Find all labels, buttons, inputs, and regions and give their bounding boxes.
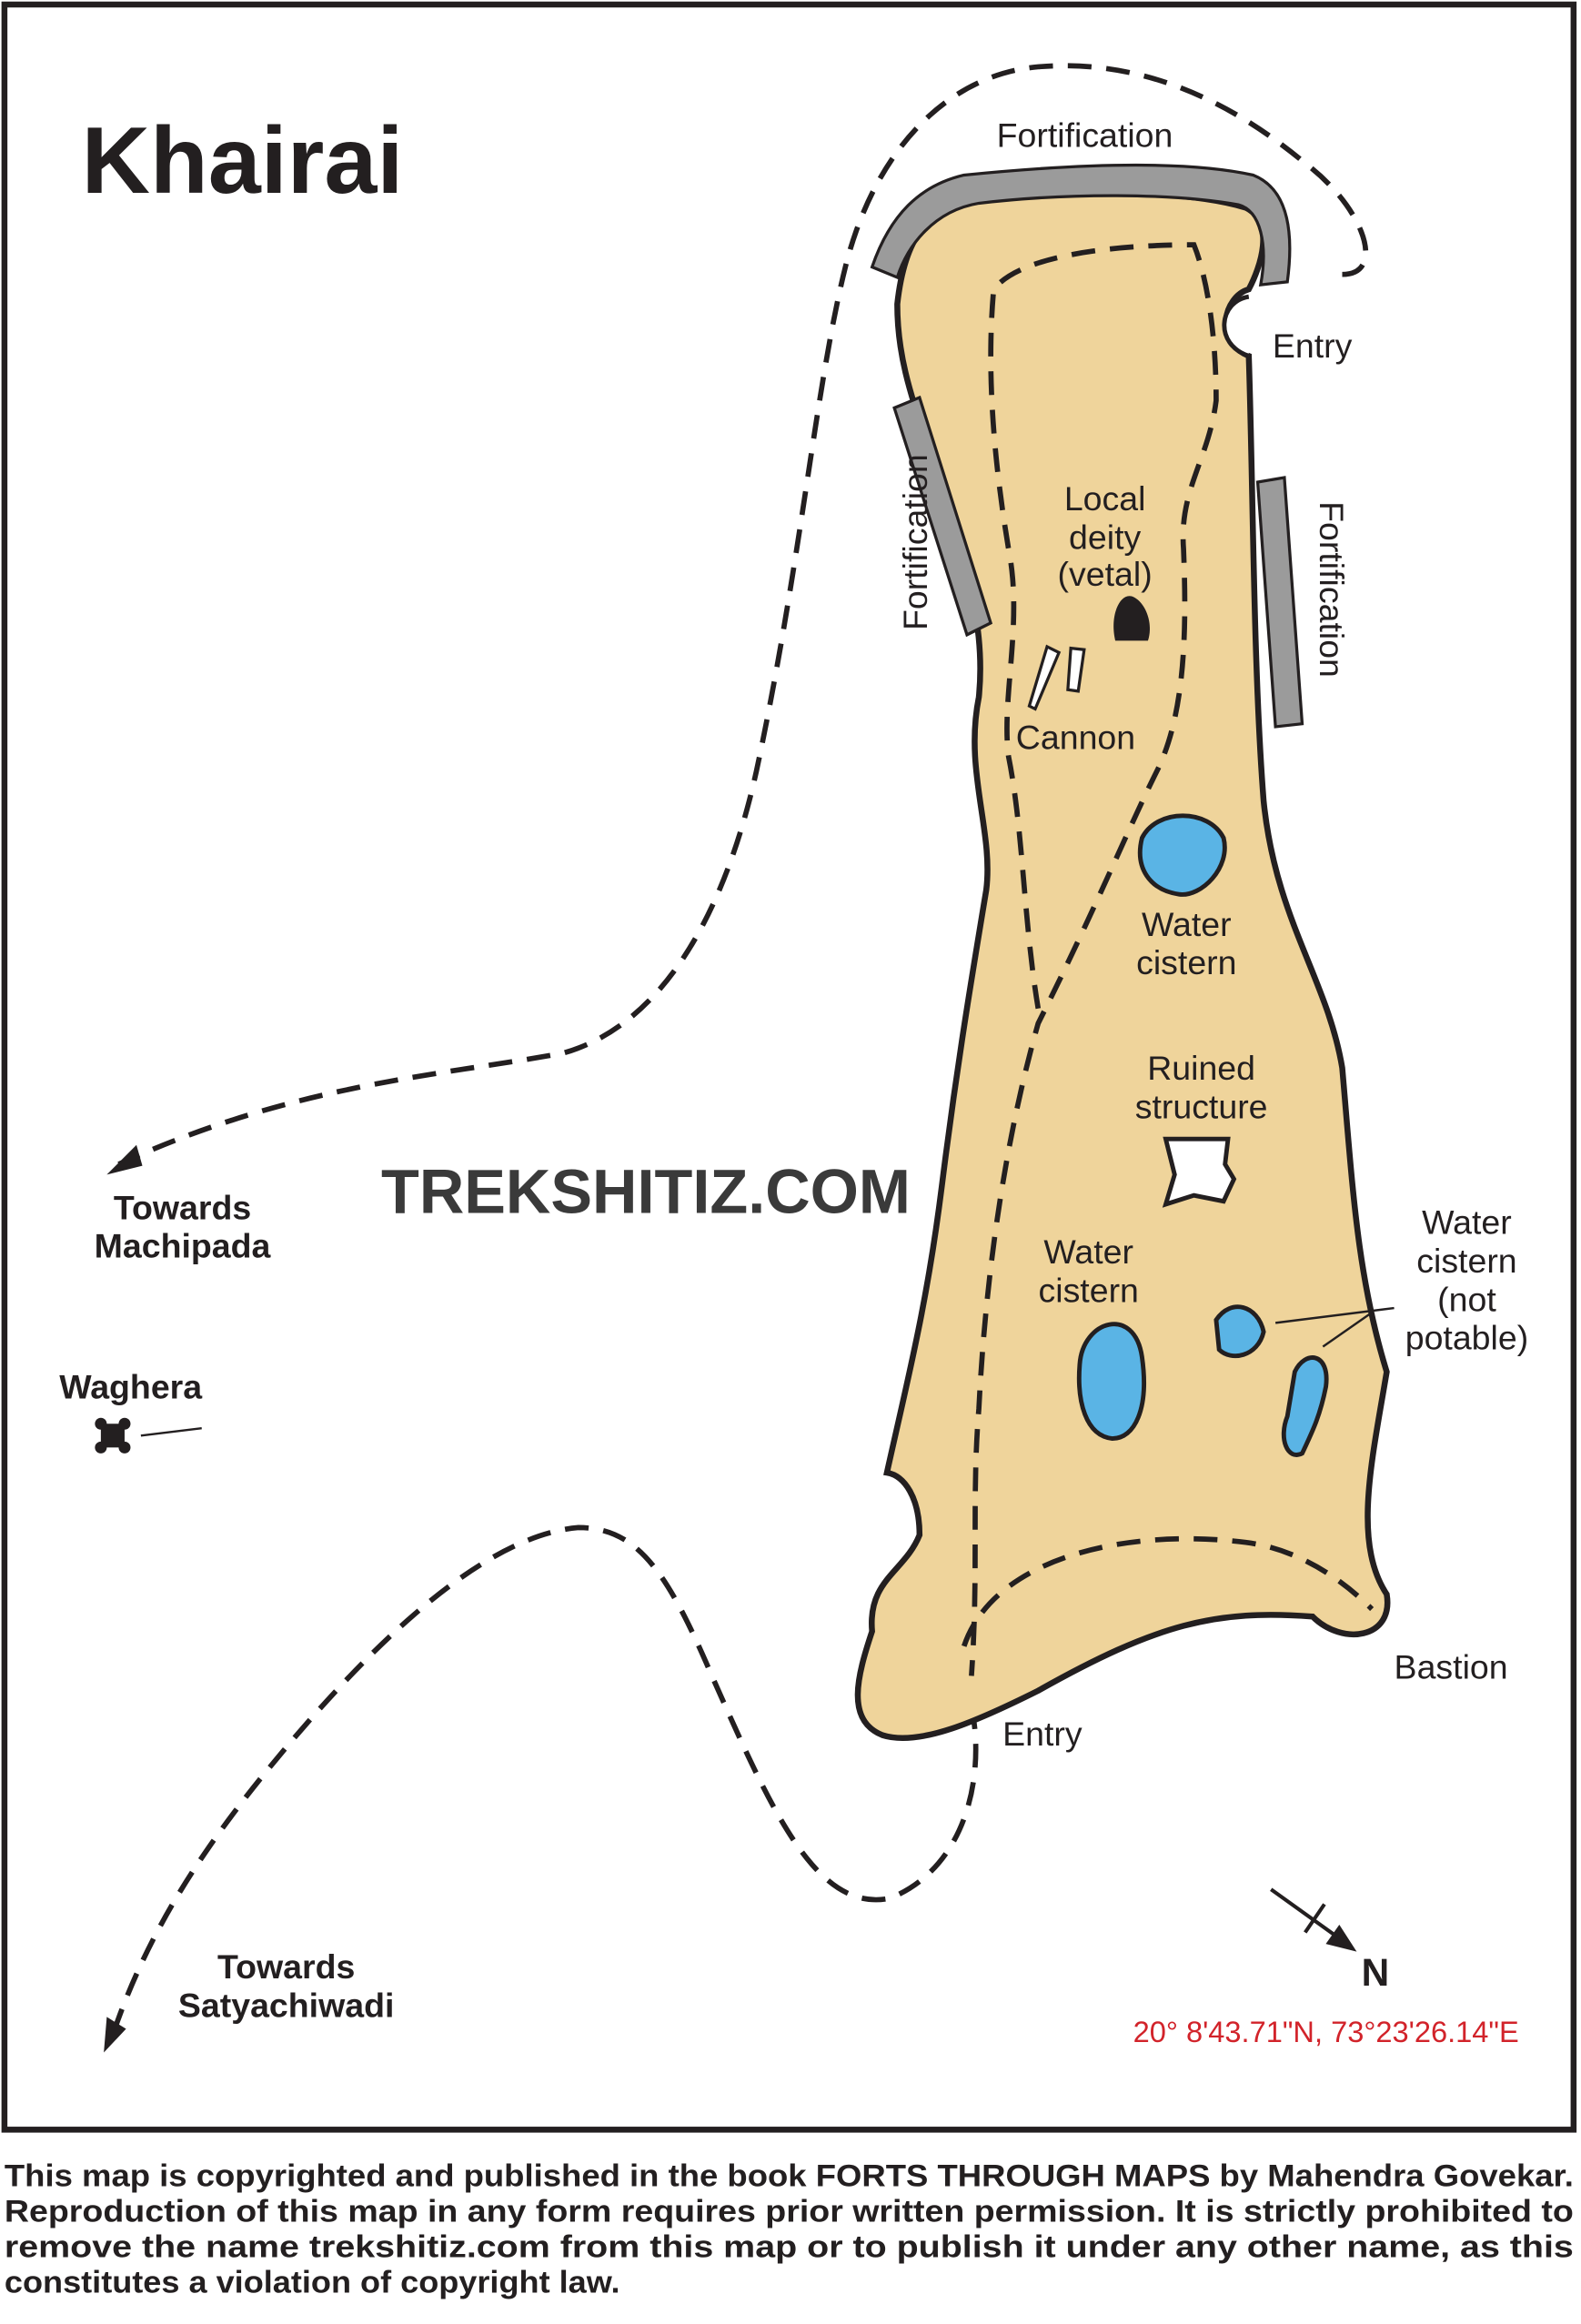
arrow-satyachiwadi [104,2017,126,2053]
label-fortification-left: Fortification [896,454,934,630]
arrow-machipada [106,1144,143,1175]
watermark: TREKSHITIZ.COM [381,1157,911,1227]
inner-path-south [962,1535,1375,1647]
label-fortification-right: Fortification [1313,501,1351,678]
fortification-wall-right [1255,476,1304,729]
waghera-icon [95,1417,131,1454]
label-bastion: Bastion [1395,1648,1508,1686]
deity-icon [1113,596,1150,641]
entry-notch-icon [1222,294,1250,358]
cannon-icon [1027,644,1086,711]
label-cannon: Cannon [1016,718,1135,756]
label-fortification-top: Fortification [997,116,1173,154]
map-title: Khairai [82,108,404,214]
water-cistern-1-icon [1137,813,1227,897]
north-arrow-icon [1270,1887,1357,1952]
ruined-structure-icon [1162,1136,1237,1208]
pointer-arrows [140,1306,1395,1437]
footer-line: Reproduction of this map in any form req… [5,2194,1574,2228]
trail-machipada [117,63,1369,1167]
footer-line: This map is copyrighted and published in… [5,2158,1574,2193]
copyright-footer: This map is copyrighted and published in… [5,2158,1574,2299]
label-entry-bottom: Entry [1002,1715,1083,1753]
footer-line: constitutes a violation of copyright law… [5,2266,620,2300]
water-cistern-2-icon [1076,1322,1146,1442]
water-cistern-3-icon [1213,1304,1266,1359]
label-north: N [1362,1951,1390,1994]
trail-satyachiwadi [108,1524,979,2040]
label-entry-top: Entry [1273,327,1353,365]
fortification-wall-top [870,163,1292,287]
fortification-wall-left [892,395,993,638]
label-waghera: Waghera [59,1368,203,1406]
footer-line: remove the name trekshitiz.com from this… [5,2230,1574,2265]
inner-path [969,242,1219,1676]
water-cistern-4-icon [1281,1355,1329,1457]
coordinates: 20° 8'43.71"N, 73°23'26.14"E [1133,2015,1519,2048]
